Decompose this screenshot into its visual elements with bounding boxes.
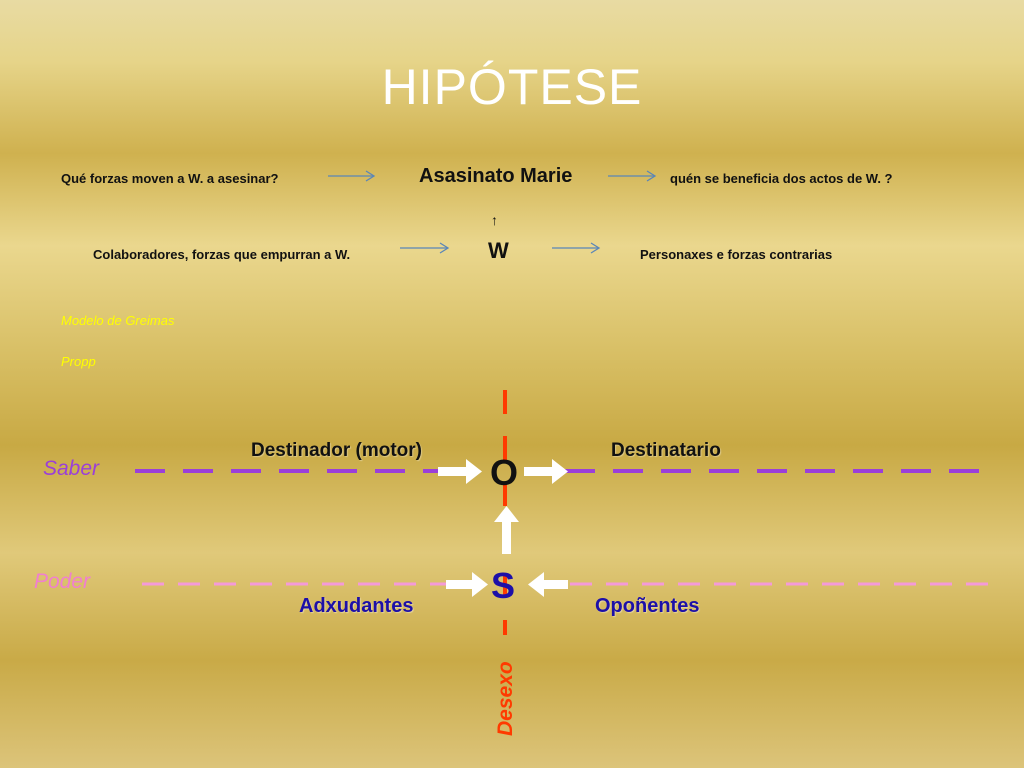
poder-label: Poder [34,570,91,593]
murder-marie-text: Asasinato Marie [419,165,573,187]
arrow-adxudantes-to-subject [446,572,488,597]
oponentes-label: Opoñentes [595,595,700,617]
desexo-label: Desexo [494,661,517,736]
question-beneficiary-text: quén se beneficia dos actos de W. ? [670,171,893,186]
thin-arrow-row1-right [608,170,657,182]
saber-label: Saber [43,457,100,480]
thin-arrow-row2-right [552,242,601,254]
arrow-destinador-to-object [438,459,482,484]
destinador-label: Destinador (motor) [251,440,422,461]
arrow-object-to-destinatario [524,459,568,484]
thin-arrow-row2-left [400,242,450,254]
destinatario-label: Destinatario [611,440,721,461]
opposing-forces-text: Personaxes e forzas contrarias [640,247,833,262]
adxudantes-label: Adxudantes [299,595,414,617]
arrow-oponentes-to-subject [528,572,568,597]
slide-title: HIPÓTESE [381,59,643,115]
collaborators-text: Colaboradores, forzas que empurran a W. [93,247,351,262]
question-forces-text: Qué forzas moven a W. a asesinar? [61,171,279,186]
greimas-model-note: Modelo de Greimas [61,313,175,328]
subject-s-label: S [491,565,516,606]
thin-arrow-row1-left [328,170,376,182]
arrow-subject-to-object [494,506,519,554]
propp-note: Propp [61,354,96,369]
up-arrow-icon: ↑ [491,212,498,228]
object-o-label: O [490,452,519,493]
w-label: W [488,238,509,263]
